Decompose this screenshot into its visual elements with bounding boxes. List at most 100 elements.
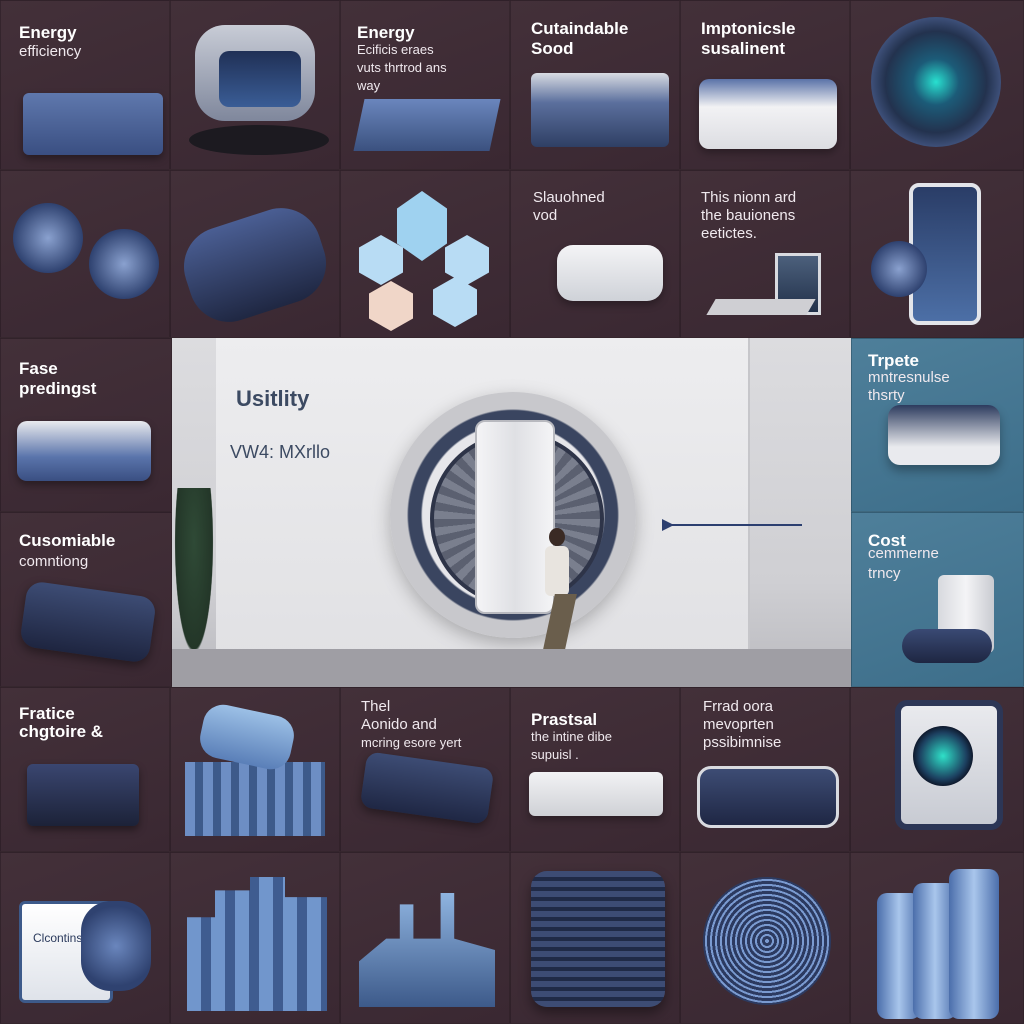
server-cube-icon <box>531 871 665 1007</box>
tile-title-line2: susalinent <box>701 39 786 58</box>
tile-subtitle-line2: supuisl . <box>531 747 579 762</box>
circuit-board-icon <box>353 99 501 151</box>
tile-charger: Thel Aonido and mcring esore yert <box>340 687 510 852</box>
tile-important-sustainment: Imptonicsle susalinent <box>680 0 850 170</box>
fan-icon <box>871 241 927 297</box>
tile-keypad <box>170 170 340 338</box>
tile-subtitle-line1: cemmerne <box>868 545 939 562</box>
cylinder-3 <box>949 869 999 1019</box>
air-unit-icon <box>529 772 663 816</box>
tile-subtitle-line1: Slauohned <box>533 189 605 206</box>
plant-decoration <box>172 488 216 668</box>
tile-title: Energy <box>357 23 415 42</box>
tile-subtitle: efficiency <box>19 43 82 60</box>
skyscrapers-icon <box>187 877 327 1011</box>
tile-smartphone <box>850 170 1024 338</box>
tile-monitor <box>170 0 340 170</box>
tile-subtitle-line1: Thel <box>361 698 391 715</box>
router-icon <box>557 245 663 301</box>
tile-title: Prastsal <box>531 710 598 729</box>
tile-title: Energy <box>19 23 77 42</box>
tile-hexagons <box>340 170 510 338</box>
tile-city <box>170 687 340 852</box>
tile-energy-efficiency: Energy efficiency <box>0 0 170 170</box>
solar-unit-icon <box>531 73 669 147</box>
city-buildings-icon <box>185 762 325 836</box>
fiber-sphere-icon <box>703 877 831 1005</box>
tile-protect: Trpete mntresnulse thsrty <box>851 338 1024 512</box>
tile-smart-lock <box>850 687 1024 852</box>
connector-line <box>672 524 802 526</box>
tile-customizable: Cusomiable comntiong <box>0 512 172 687</box>
printer-unit-icon <box>699 79 837 149</box>
tile-server-cube <box>510 852 680 1024</box>
hero-model-code: VW4: MXrllo <box>230 442 331 462</box>
hexagon-module-bottom-left <box>369 281 413 331</box>
speaker-orb-icon <box>871 17 1001 147</box>
tile-subtitle-line1: Frrad oora <box>703 698 774 715</box>
smart-hub-icon <box>888 405 1000 465</box>
tile-laptop: This nionn ard the bauionens eetictes. <box>680 170 850 338</box>
fan-pair-icon-2 <box>89 229 159 299</box>
console-unit-icon <box>697 766 839 828</box>
tile-subtitle-line2: Aonido and <box>361 716 437 733</box>
tile-title-line2: predingst <box>19 379 97 398</box>
tile-skyscrapers <box>170 852 340 1024</box>
monitor-base <box>189 125 329 155</box>
cable-roll-icon <box>902 629 992 663</box>
tile-subtitle-line1: the intine dibe <box>531 729 612 744</box>
tile-fast-predictions: Fase predingst <box>0 338 172 512</box>
tile-subtitle-line2: thsrty <box>868 387 905 404</box>
hexagon-module-left <box>359 235 403 285</box>
rock-sculpture-icon <box>81 901 151 991</box>
tile-router: Slauohned vod <box>510 170 680 338</box>
tile-subtitle-line3: way <box>357 78 381 93</box>
tile-fans <box>0 170 170 338</box>
tile-factory <box>340 852 510 1024</box>
tile-subtitle-line3: eetictes. <box>701 225 757 242</box>
hexagon-module-right <box>445 235 489 285</box>
tile-subtitle-line3: pssibimnise <box>703 734 782 751</box>
tile-fiber-sphere <box>680 852 850 1024</box>
hexagon-modules-icon <box>397 191 447 261</box>
tile-energy-circuit: Energy Ecificis eraes vuts thrtrod ans w… <box>340 0 510 170</box>
monitor-screen <box>219 51 301 107</box>
remote-control-icon <box>19 580 157 664</box>
person-figure <box>537 528 577 668</box>
tile-subtitle-line2: the bauionens <box>701 207 796 224</box>
laptop-keyboard <box>706 299 816 315</box>
hero-floor <box>172 649 851 687</box>
turbine-door <box>475 420 555 614</box>
arrow-icon <box>662 519 674 531</box>
keypad-icon <box>173 197 337 333</box>
sign-label: Clcontins <box>33 931 83 945</box>
tile-cost: Cost cemmerne trncy <box>851 512 1024 687</box>
tile-cylinders <box>850 852 1024 1024</box>
tile-title: Imptonicsle <box>701 19 796 38</box>
tile-subtitle-line2: trncy <box>868 565 901 582</box>
factory-icon <box>359 893 495 1007</box>
tile-title: Trpete <box>868 351 920 370</box>
tile-sustainable: Cutaindable Sood <box>510 0 680 170</box>
tile-practice: Fratice chgtoire & <box>0 687 170 852</box>
server-rack-icon <box>23 93 163 155</box>
tile-practical: Prastsal the intine dibe supuisl . <box>510 687 680 852</box>
tile-sign: Clcontins <box>0 852 170 1024</box>
tile-speaker <box>850 0 1024 170</box>
modem-icon <box>17 421 151 481</box>
tile-subtitle-line3: mcring esore yert <box>361 735 462 750</box>
tile-title: Fratice <box>19 704 75 723</box>
tile-title-line2: Sood <box>531 39 574 58</box>
charger-icon <box>359 751 495 825</box>
server-box-icon <box>27 764 139 826</box>
hero-panel: Usitlity VW4: MXrllo <box>172 338 851 687</box>
tile-subtitle-line1: Ecificis eraes <box>357 42 434 57</box>
lock-dial-icon <box>913 726 973 786</box>
tile-subtitle-line1: mntresnulse <box>868 369 950 386</box>
tile-subtitle-line2: mevoprten <box>703 716 774 733</box>
tile-title: Cusomiable <box>19 531 116 550</box>
hero-title: Usitlity <box>236 386 310 411</box>
tile-subtitle-line2: vuts thrtrod ans <box>357 60 447 75</box>
tile-subtitle-line1: This nionn ard <box>701 189 797 206</box>
